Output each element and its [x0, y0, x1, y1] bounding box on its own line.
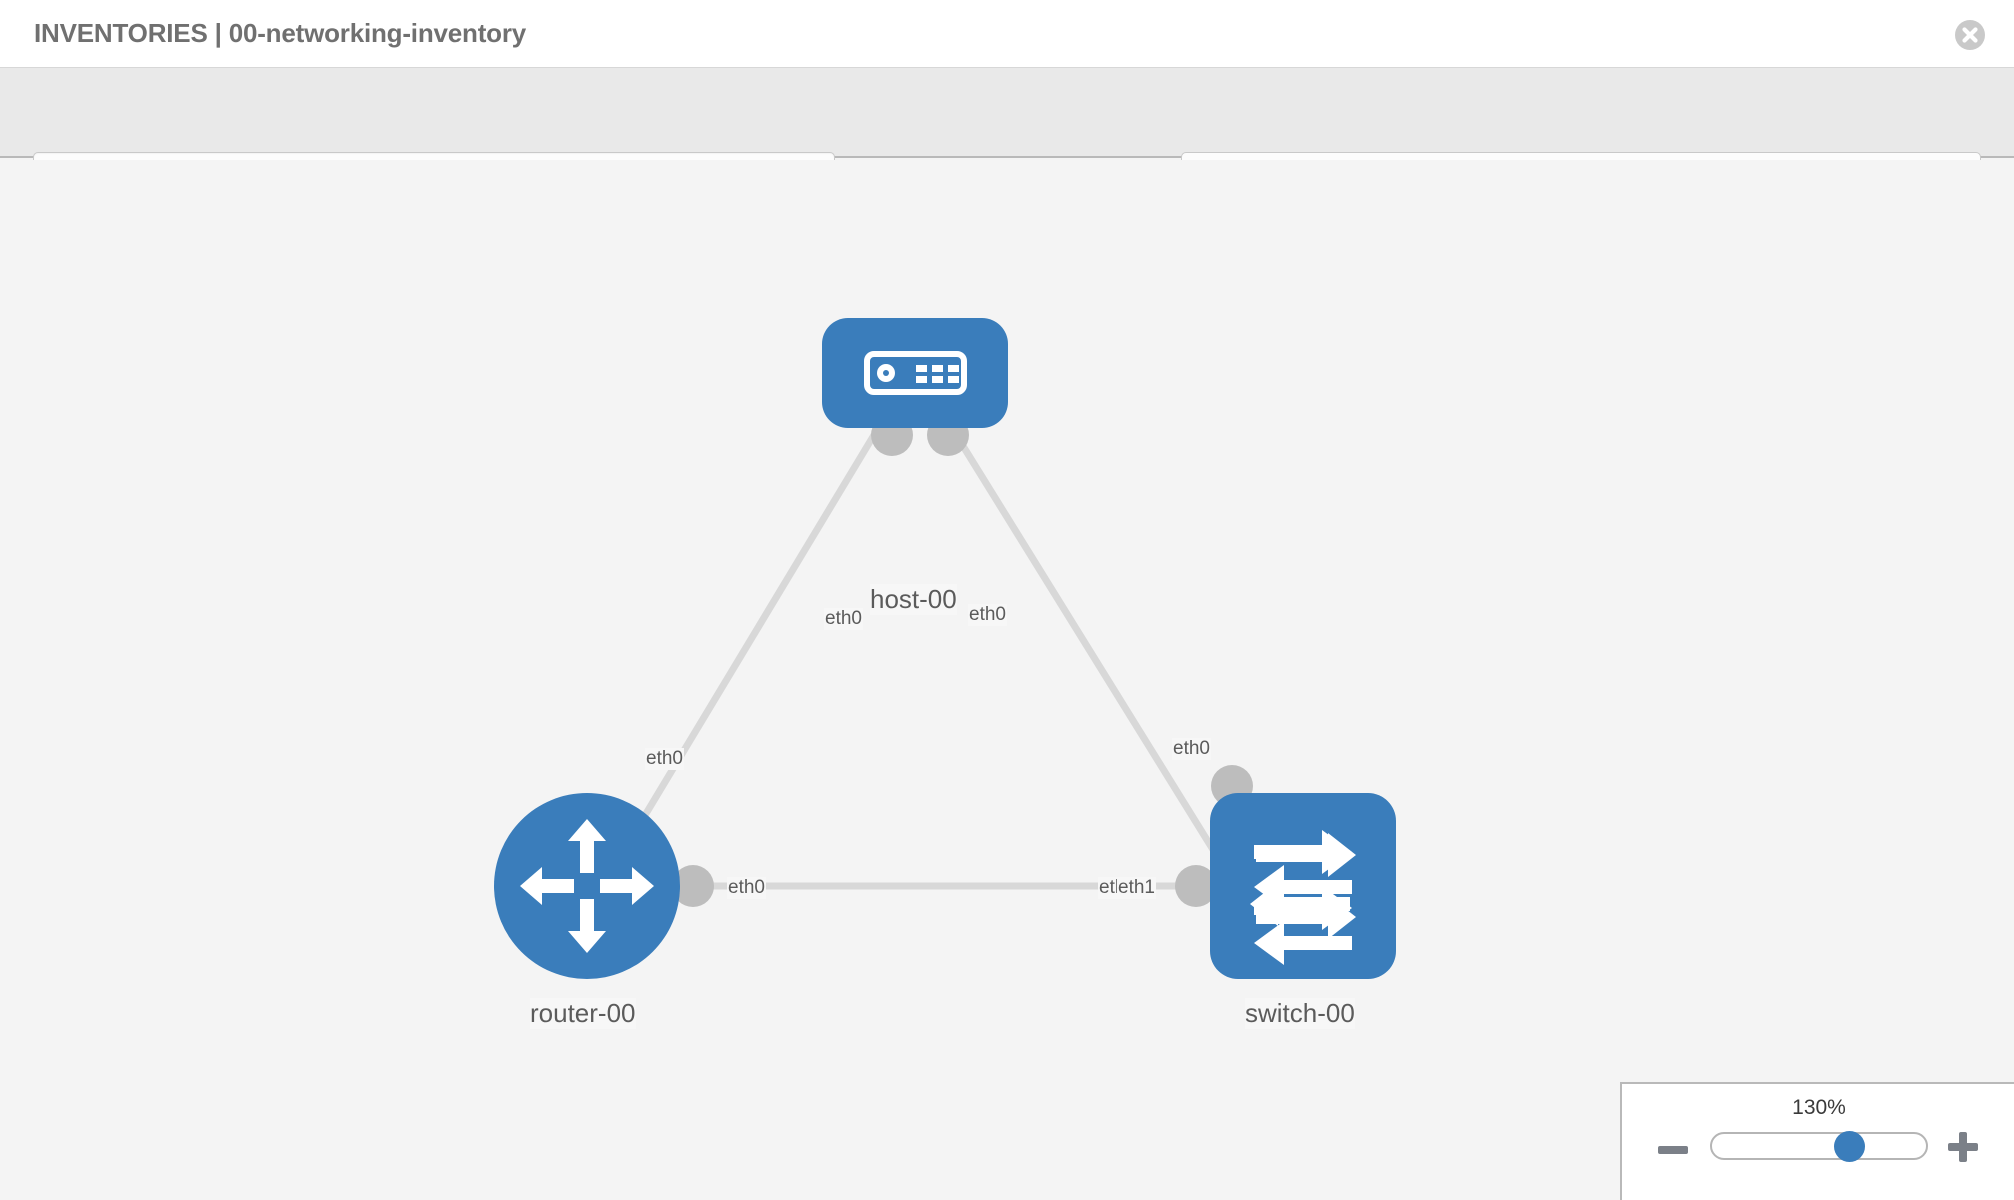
- minus-icon[interactable]: [1658, 1146, 1688, 1154]
- edge-host-switch: [947, 423, 1241, 892]
- iface-label-router-up: eth0: [645, 748, 684, 770]
- node-host-00[interactable]: [822, 318, 1008, 428]
- topology-graph: [597, 414, 1253, 907]
- connector-switch-left: [1175, 865, 1217, 907]
- node-label-host-00: host-00: [870, 584, 957, 615]
- connector-router-right: [672, 865, 714, 907]
- node-label-switch-00: switch-00: [1245, 998, 1355, 1029]
- iface-label-router-right: eth0: [727, 877, 766, 899]
- edges: [597, 423, 1241, 892]
- node-router-00[interactable]: [494, 793, 680, 979]
- iface-label-switch-left-b: eth1: [1117, 877, 1156, 899]
- iface-label-host-right: eth0: [968, 604, 1007, 626]
- zoom-slider-track[interactable]: [1710, 1132, 1928, 1160]
- edge-host-router: [597, 423, 883, 892]
- router-arrows-icon: [520, 819, 654, 953]
- toolbar: ACTIONS SEARCH: [0, 68, 2014, 205]
- title-bar: INVENTORIES | 00-networking-inventory: [0, 0, 2014, 68]
- iface-label-switch-up: eth0: [1172, 738, 1211, 760]
- zoom-control-panel: 130%: [1620, 1082, 2014, 1200]
- node-switch-00[interactable]: [1210, 793, 1396, 979]
- zoom-slider-thumb[interactable]: [1834, 1131, 1865, 1162]
- server-icon: [864, 351, 967, 395]
- topology-canvas[interactable]: host-00 router-00 switch-00 eth0 eth0 et…: [0, 160, 2014, 1200]
- plus-icon[interactable]: [1948, 1132, 1978, 1162]
- page-title: INVENTORIES | 00-networking-inventory: [34, 18, 527, 48]
- node-label-router-00: router-00: [530, 998, 636, 1029]
- zoom-level-label: 130%: [1792, 1096, 1846, 1119]
- interface-connectors: [672, 414, 1253, 907]
- close-icon[interactable]: [1954, 19, 1986, 51]
- iface-label-host-left: eth0: [824, 608, 863, 630]
